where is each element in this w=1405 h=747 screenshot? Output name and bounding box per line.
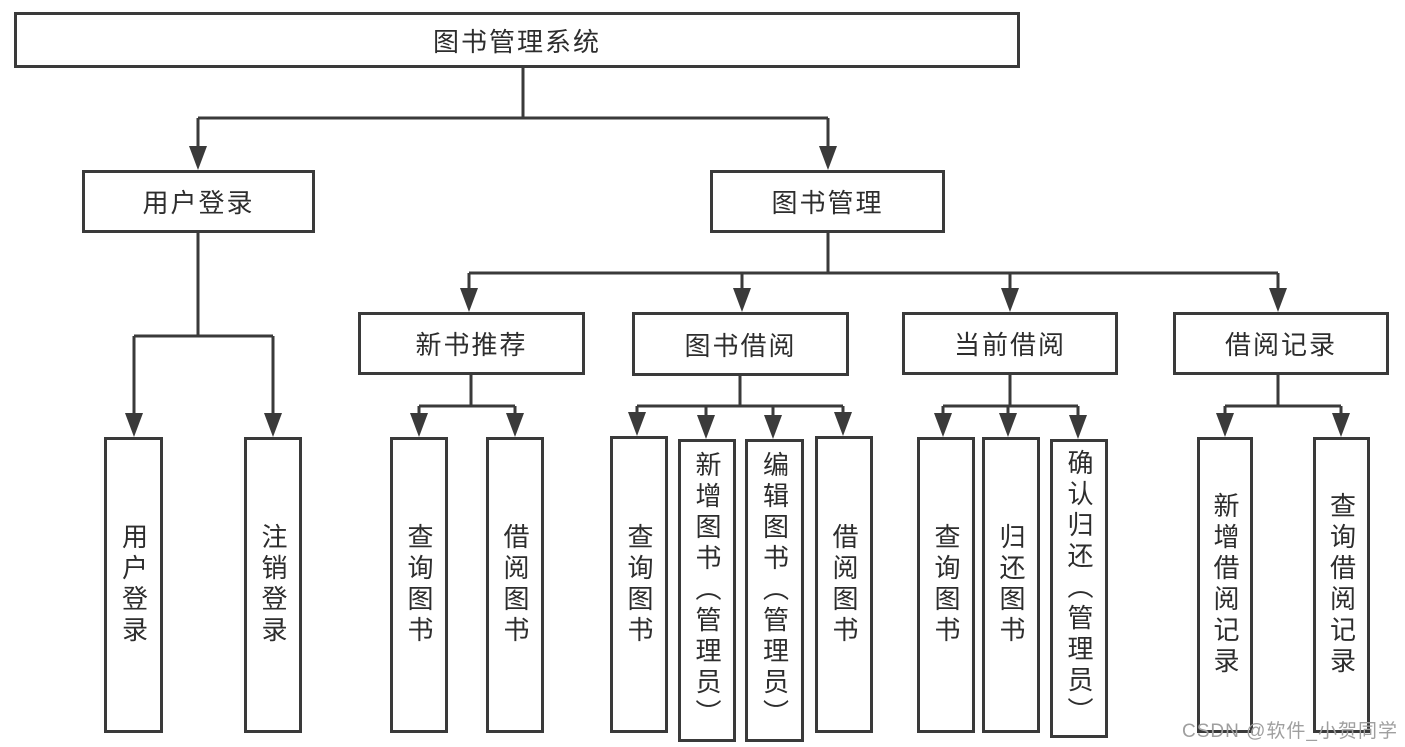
leaf-borrow-books-recommend: 借阅图书 bbox=[486, 437, 544, 733]
node-new-book-recommend: 新书推荐 bbox=[358, 312, 585, 375]
leaf-add-books-admin: 新增图书（管理员） bbox=[678, 439, 736, 742]
leaf-logout: 注销登录 bbox=[244, 437, 302, 733]
leaf-borrow-books-borrowing: 借阅图书 bbox=[815, 436, 873, 733]
csdn-watermark: CSDN @软件_小贺同学 bbox=[1182, 721, 1398, 742]
node-book-borrowing: 图书借阅 bbox=[632, 312, 849, 376]
node-user-login: 用户登录 bbox=[82, 170, 315, 233]
leaf-edit-books-admin: 编辑图书（管理员） bbox=[745, 439, 804, 742]
leaf-add-borrow-record: 新增借阅记录 bbox=[1197, 437, 1253, 733]
leaf-return-books: 归还图书 bbox=[982, 437, 1040, 733]
node-borrowing-records: 借阅记录 bbox=[1173, 312, 1389, 375]
leaf-query-books-recommend: 查询图书 bbox=[390, 437, 448, 733]
node-current-borrowing: 当前借阅 bbox=[902, 312, 1118, 375]
node-library-management-system: 图书管理系统 bbox=[14, 12, 1020, 68]
leaf-query-books-current: 查询图书 bbox=[917, 437, 975, 733]
leaf-query-borrow-record: 查询借阅记录 bbox=[1313, 437, 1370, 733]
node-book-management: 图书管理 bbox=[710, 170, 945, 233]
leaf-confirm-return-admin: 确认归还（管理员） bbox=[1050, 439, 1108, 738]
leaf-query-books-borrowing: 查询图书 bbox=[610, 436, 668, 733]
leaf-user-login: 用户登录 bbox=[104, 437, 163, 733]
